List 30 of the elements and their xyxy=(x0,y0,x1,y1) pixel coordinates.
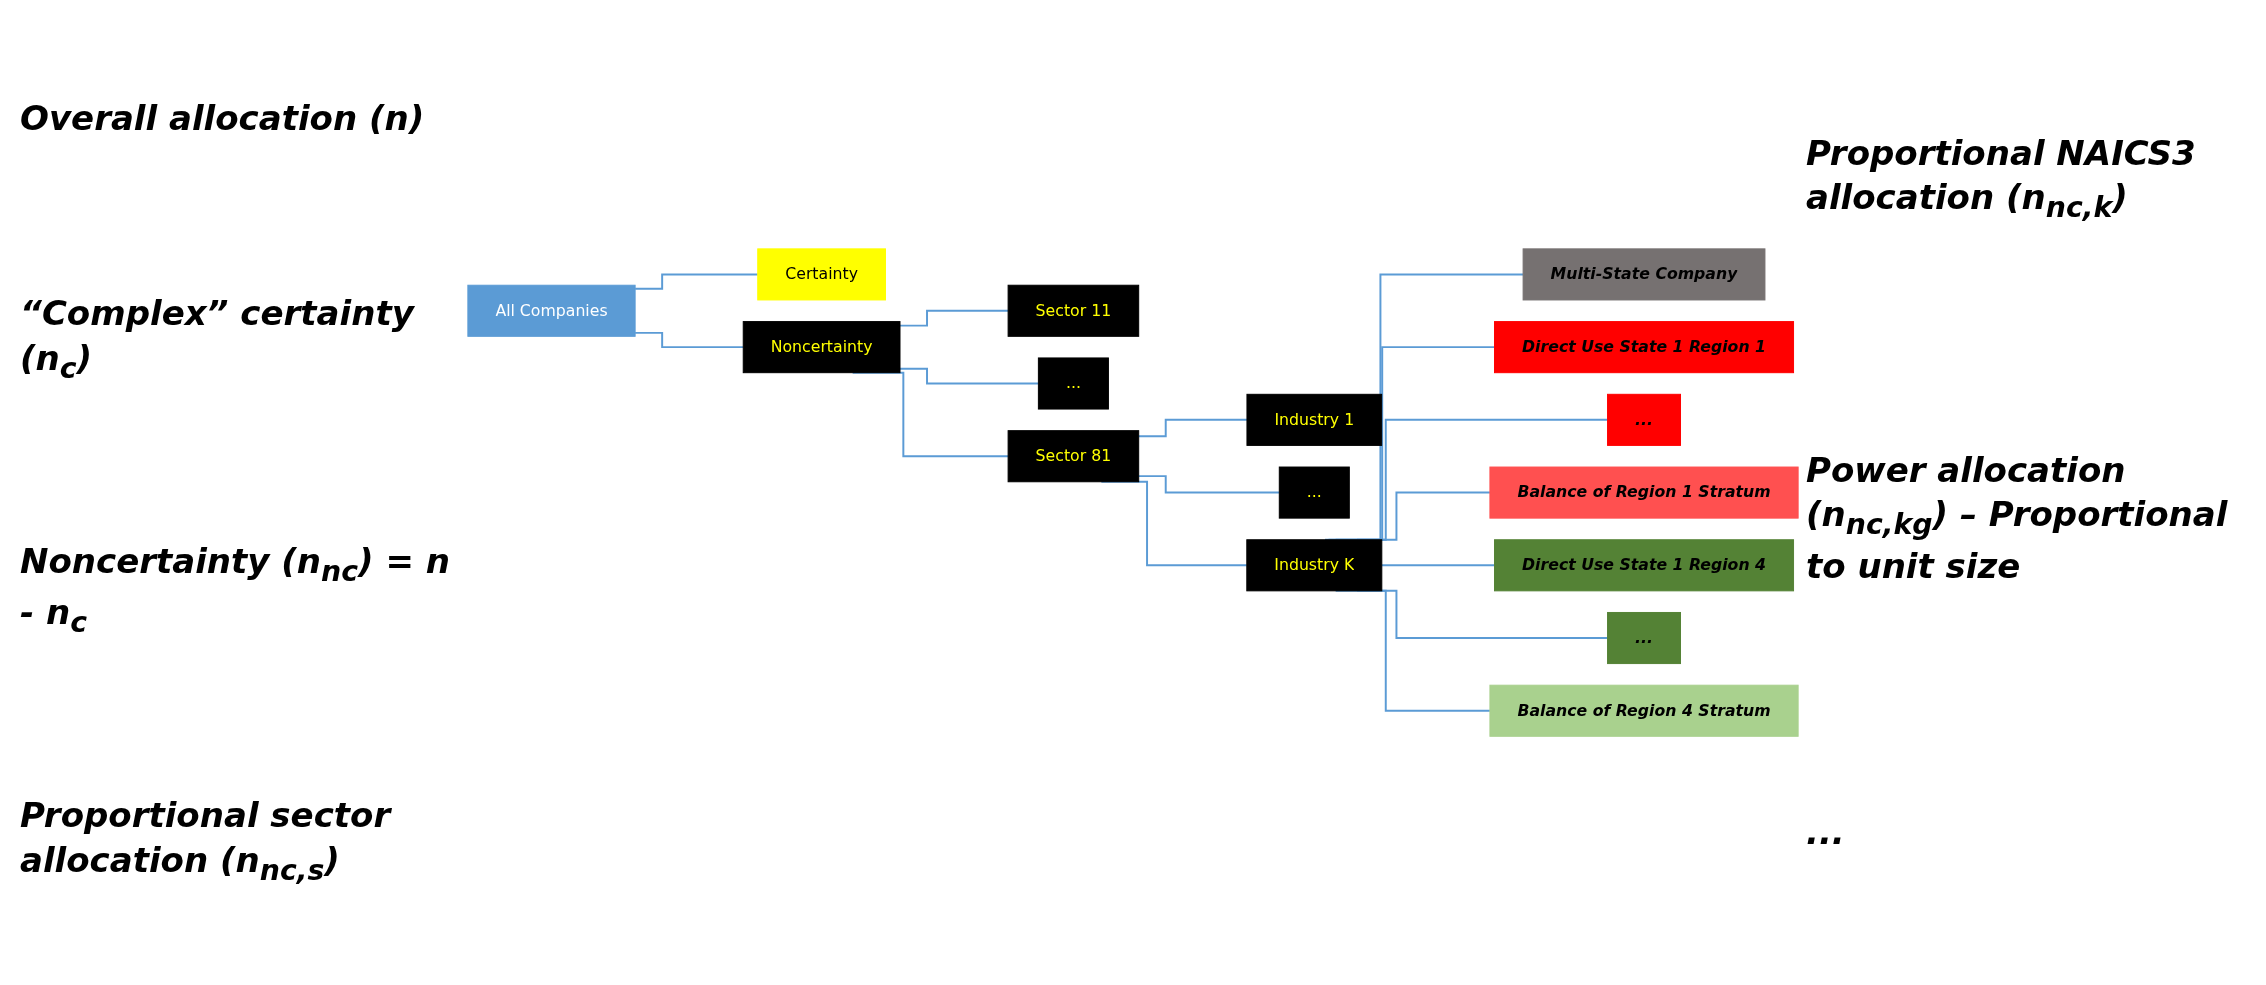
node-box: Sector 81 xyxy=(1007,430,1140,483)
node-box: Direct Use State 1 Region 1 xyxy=(1494,321,1795,374)
node-box: ... xyxy=(1278,466,1350,519)
annotation-text: Proportional NAICS3 allocation (n$_{nc,k}$) xyxy=(1806,131,2197,226)
node-box: Balance of Region 4 Stratum xyxy=(1489,684,1799,737)
annotation-text: Overall allocation (n) xyxy=(20,96,426,140)
node-box: All Companies xyxy=(467,284,636,337)
node-box: ... xyxy=(1607,393,1681,446)
node-box: Industry K xyxy=(1246,539,1383,592)
connector xyxy=(1380,564,1496,567)
annotation-text: “Complex” certainty (n$_{c}$) xyxy=(20,292,416,387)
annotation-text: Proportional sector allocation (n$_{nc,s}$) xyxy=(20,794,393,889)
node-box: Sector 11 xyxy=(1007,284,1140,337)
node-box: Multi-State Company xyxy=(1522,248,1766,301)
connector xyxy=(634,331,745,349)
node-box: Industry 1 xyxy=(1246,393,1383,446)
node-box: ... xyxy=(1037,357,1109,410)
connector xyxy=(634,273,759,290)
annotation-text: Power allocation (n$_{nc,kg}$) – Proportional to unit size xyxy=(1806,449,2229,589)
connector xyxy=(899,367,1040,385)
node-box: Certainty xyxy=(757,248,886,301)
node-box: Balance of Region 1 Stratum xyxy=(1489,466,1799,519)
annotation-text: ... xyxy=(1806,810,1846,854)
node-box: ... xyxy=(1607,611,1681,664)
node-box: Direct Use State 1 Region 4 xyxy=(1494,539,1795,592)
annotation-text: Noncertainty (n$_{nc}$) = n - n$_{c}$ xyxy=(20,539,451,642)
node-box: Noncertainty xyxy=(742,321,901,374)
connector xyxy=(1137,475,1281,494)
connector xyxy=(1137,418,1248,438)
connector xyxy=(899,309,1010,327)
